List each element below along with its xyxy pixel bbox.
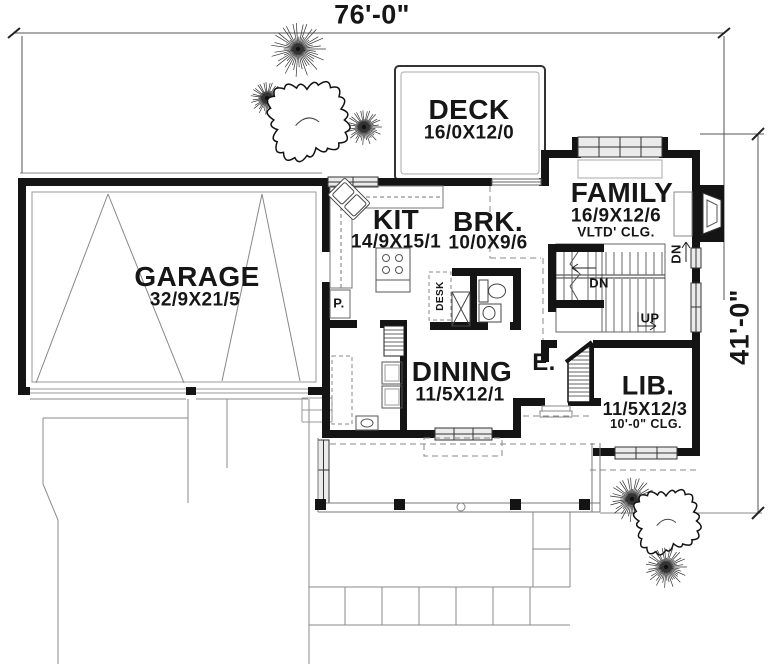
porch-post xyxy=(315,499,326,510)
driveway-left-edge xyxy=(42,418,59,664)
powder-room-fixtures xyxy=(428,271,506,327)
counter-dashed xyxy=(331,355,353,425)
porch-rail xyxy=(317,439,330,504)
front-door-step xyxy=(541,405,571,412)
dimension-depth-label: 41'-0" xyxy=(724,289,755,365)
laundry-sink xyxy=(355,415,379,431)
dimension-lines xyxy=(7,27,765,520)
doors xyxy=(491,178,573,418)
garage-stoop-steps xyxy=(301,397,333,423)
garage-structure xyxy=(18,178,333,423)
kitchen-fixtures xyxy=(328,178,444,319)
ceiling-break-line xyxy=(489,186,541,259)
room-label-dining: DINING xyxy=(411,356,513,387)
front-door-step xyxy=(539,410,573,418)
room-size-family: 16/9X12/6 xyxy=(570,205,662,227)
pantry-shelves xyxy=(383,325,405,357)
family-bay-window xyxy=(577,136,663,179)
stair-dn-arrow xyxy=(571,263,596,273)
shrub-starburst xyxy=(346,110,382,145)
porch-column-circle xyxy=(456,502,466,512)
washer xyxy=(381,361,403,385)
staircase xyxy=(548,241,691,333)
dim-tick xyxy=(7,27,21,39)
toilet xyxy=(478,279,506,303)
room-label-kitchen: KIT xyxy=(372,204,420,235)
room-ceiling-library: 10'-0" CLG. xyxy=(610,416,682,431)
corner-sink xyxy=(328,178,370,220)
stair-risers-left xyxy=(563,252,597,300)
room-label-breakfast: BRK. xyxy=(452,206,524,237)
room-label-garage: GARAGE xyxy=(134,261,260,292)
stair-break-line xyxy=(569,251,581,301)
dashed-lines xyxy=(330,186,698,471)
room-size-breakfast: 10/0X9/6 xyxy=(448,232,528,254)
porch xyxy=(315,438,601,513)
room-size-deck: 16/0X12/0 xyxy=(423,122,515,144)
stair-risers-upper xyxy=(605,252,663,275)
room-label-library: LIB. xyxy=(621,370,675,401)
room-size-garage: 32/9X21/5 xyxy=(149,289,241,311)
desk-nook xyxy=(428,271,452,321)
desk-label: DESK xyxy=(435,281,446,311)
landscaping xyxy=(250,22,702,588)
shrub-starburst xyxy=(645,547,687,588)
porch-post xyxy=(394,499,405,510)
fireplace xyxy=(673,185,724,242)
porch-post xyxy=(510,499,521,510)
walkway-vertical xyxy=(532,512,571,587)
pantry-closet xyxy=(329,289,351,319)
site-lines xyxy=(20,172,762,664)
stair-risers-lower xyxy=(605,279,655,332)
hearth xyxy=(673,191,693,237)
right-wall-window xyxy=(690,282,702,333)
walkway-grid xyxy=(309,586,570,626)
chase-box xyxy=(451,291,471,327)
tree-canopy xyxy=(266,80,351,163)
dining-window xyxy=(434,427,493,441)
washer-inner xyxy=(384,364,400,382)
pantry-label: P. xyxy=(333,295,345,311)
dimension-width-label: 76'-0" xyxy=(334,0,410,30)
dim-tick xyxy=(717,27,731,39)
windows xyxy=(317,136,702,504)
garage-door-sills xyxy=(30,388,308,394)
room-label-entry: E. xyxy=(532,349,556,376)
shrub-starburst xyxy=(271,22,326,77)
dim-tick xyxy=(751,127,765,141)
room-ceiling-family: VLTD' CLG. xyxy=(577,224,655,240)
tree-canopy xyxy=(632,488,702,556)
room-size-library: 11/5X12/3 xyxy=(602,399,688,419)
room-label-family: FAMILY xyxy=(570,177,674,208)
garage-door-swing-lines xyxy=(35,193,301,384)
stair-up-arrow xyxy=(637,312,657,331)
dryer xyxy=(381,385,403,409)
stair-dn-label: DN xyxy=(589,275,609,291)
right-wall-window-small xyxy=(690,247,702,269)
room-size-kitchen: 14/9X15/1 xyxy=(350,231,442,253)
dryer-inner xyxy=(384,388,400,406)
laundry-fixtures xyxy=(331,325,405,431)
kitchen-island-cooktop xyxy=(375,247,411,293)
library-window xyxy=(614,446,678,460)
stair-up-label: UP xyxy=(640,310,660,326)
room-label-deck: DECK xyxy=(428,94,510,125)
stair-dn-side-label: DN xyxy=(668,244,684,264)
room-size-dining: 11/5X12/1 xyxy=(415,384,505,406)
bath-sink xyxy=(478,303,502,323)
entry-closet xyxy=(564,340,594,403)
stair-dn-side-arrow xyxy=(681,241,691,262)
dining-bay-dashed xyxy=(423,437,503,457)
dim-tick xyxy=(751,506,765,520)
porch-post xyxy=(579,499,590,510)
